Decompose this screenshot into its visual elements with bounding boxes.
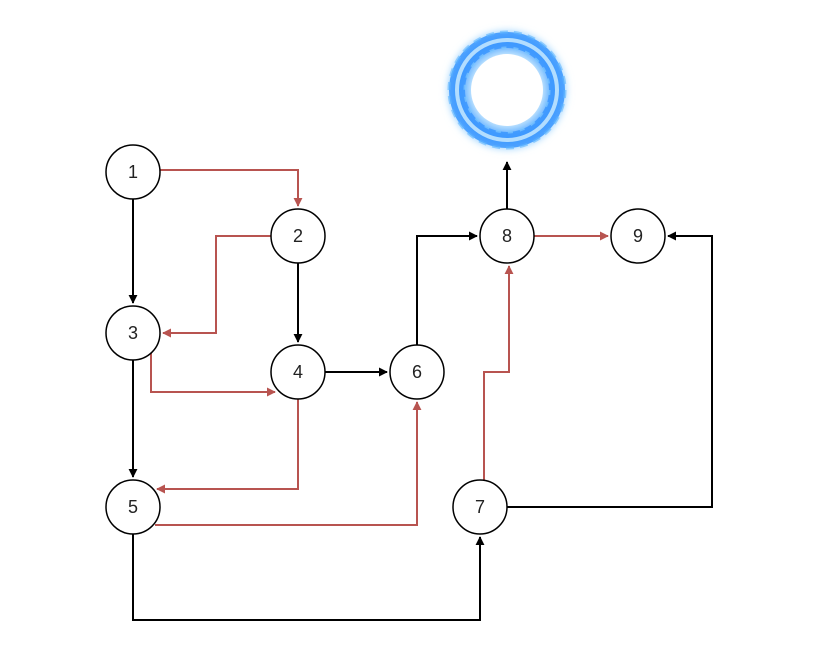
edge-5-to-7 <box>132 534 485 621</box>
node-3[interactable]: 3 <box>105 305 161 361</box>
edge-4-to-5 <box>156 399 299 494</box>
node-label: 1 <box>128 162 138 182</box>
edge-3-to-4 <box>150 352 276 397</box>
node-2[interactable]: 2 <box>270 208 326 264</box>
node-label: 6 <box>412 362 422 382</box>
edge-7-to-8 <box>483 265 514 480</box>
edge-1-to-2 <box>160 169 303 207</box>
nodes: 1 2 3 4 5 6 7 8 <box>105 144 666 535</box>
portal-ring-icon <box>443 26 571 154</box>
node-label: 3 <box>128 323 138 343</box>
node-1[interactable]: 1 <box>105 144 161 200</box>
edge-5-to-6 <box>155 401 422 526</box>
node-7[interactable]: 7 <box>452 479 508 535</box>
node-8[interactable]: 8 <box>479 208 535 264</box>
node-4[interactable]: 4 <box>270 344 326 400</box>
node-9[interactable]: 9 <box>610 208 666 264</box>
node-label: 8 <box>502 226 512 246</box>
edges <box>128 161 713 621</box>
edge-6-to-8 <box>416 231 478 345</box>
node-label: 2 <box>293 226 303 246</box>
node-label: 5 <box>128 497 138 517</box>
edge-7-to-9 <box>507 231 713 508</box>
node-label: 7 <box>475 497 485 517</box>
node-label: 9 <box>633 226 643 246</box>
edge-2-to-3 <box>162 235 271 338</box>
node-label: 4 <box>293 362 303 382</box>
node-6[interactable]: 6 <box>389 344 445 400</box>
node-5[interactable]: 5 <box>105 479 161 535</box>
